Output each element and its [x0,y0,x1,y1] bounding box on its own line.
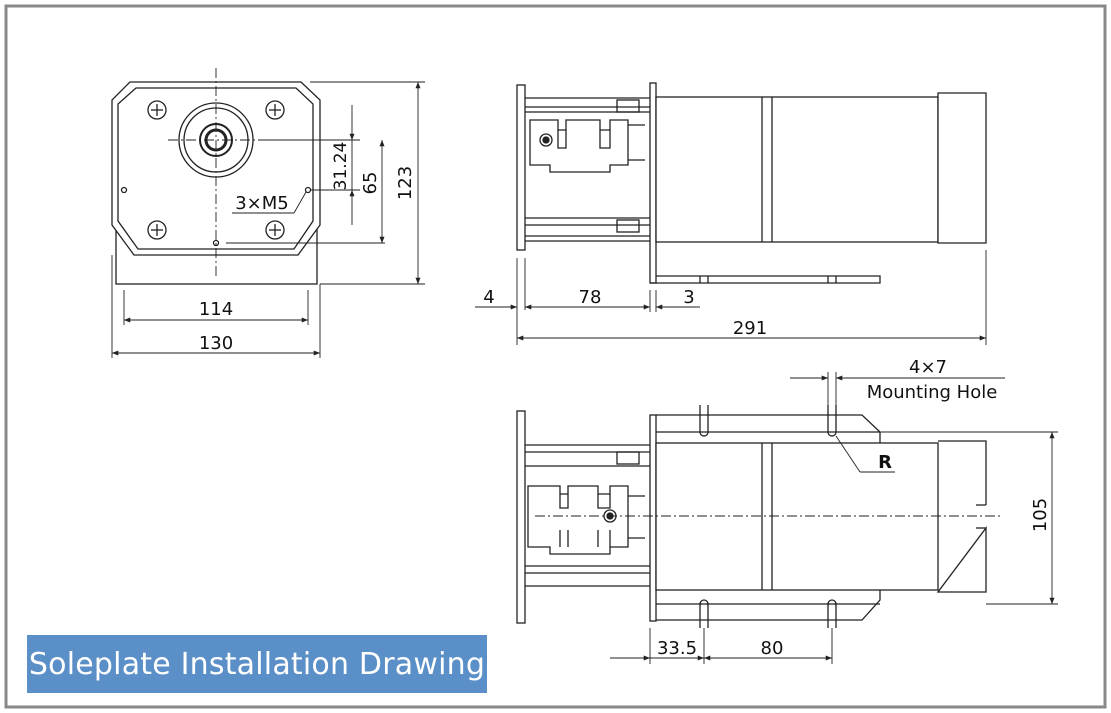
radius-label: R [878,452,892,473]
dim-105-label: 105 [1030,498,1051,532]
dim-78-label: 78 [579,287,602,308]
hole-count-label: 4×7 [909,357,947,378]
dim-3-label: 3 [683,287,694,308]
dim-80-label: 80 [761,638,784,659]
dim-33-5-label: 33.5 [657,638,697,659]
dim-65-label: 65 [360,172,381,195]
side-view [475,82,987,345]
screw-icon [265,100,285,120]
screw-icon [147,220,167,240]
front-view [111,68,425,358]
drawing-border [4,4,1107,709]
dim-123-label: 123 [395,166,416,200]
mounting-hole-label: Mounting Hole [867,382,998,403]
dim-130-label: 130 [199,333,233,354]
screw-spec-label: 3×M5 [235,193,289,214]
screw-icon [147,100,167,120]
title-banner: Soleplate Installation Drawing [27,635,487,693]
page-title: Soleplate Installation Drawing [28,646,486,682]
dim-31-24-label: 31.24 [331,142,351,191]
screw-icon [265,220,285,240]
bottom-view [516,372,1058,664]
dim-114-label: 114 [199,299,233,320]
dim-291-label: 291 [733,318,767,339]
dim-4-label: 4 [483,287,494,308]
